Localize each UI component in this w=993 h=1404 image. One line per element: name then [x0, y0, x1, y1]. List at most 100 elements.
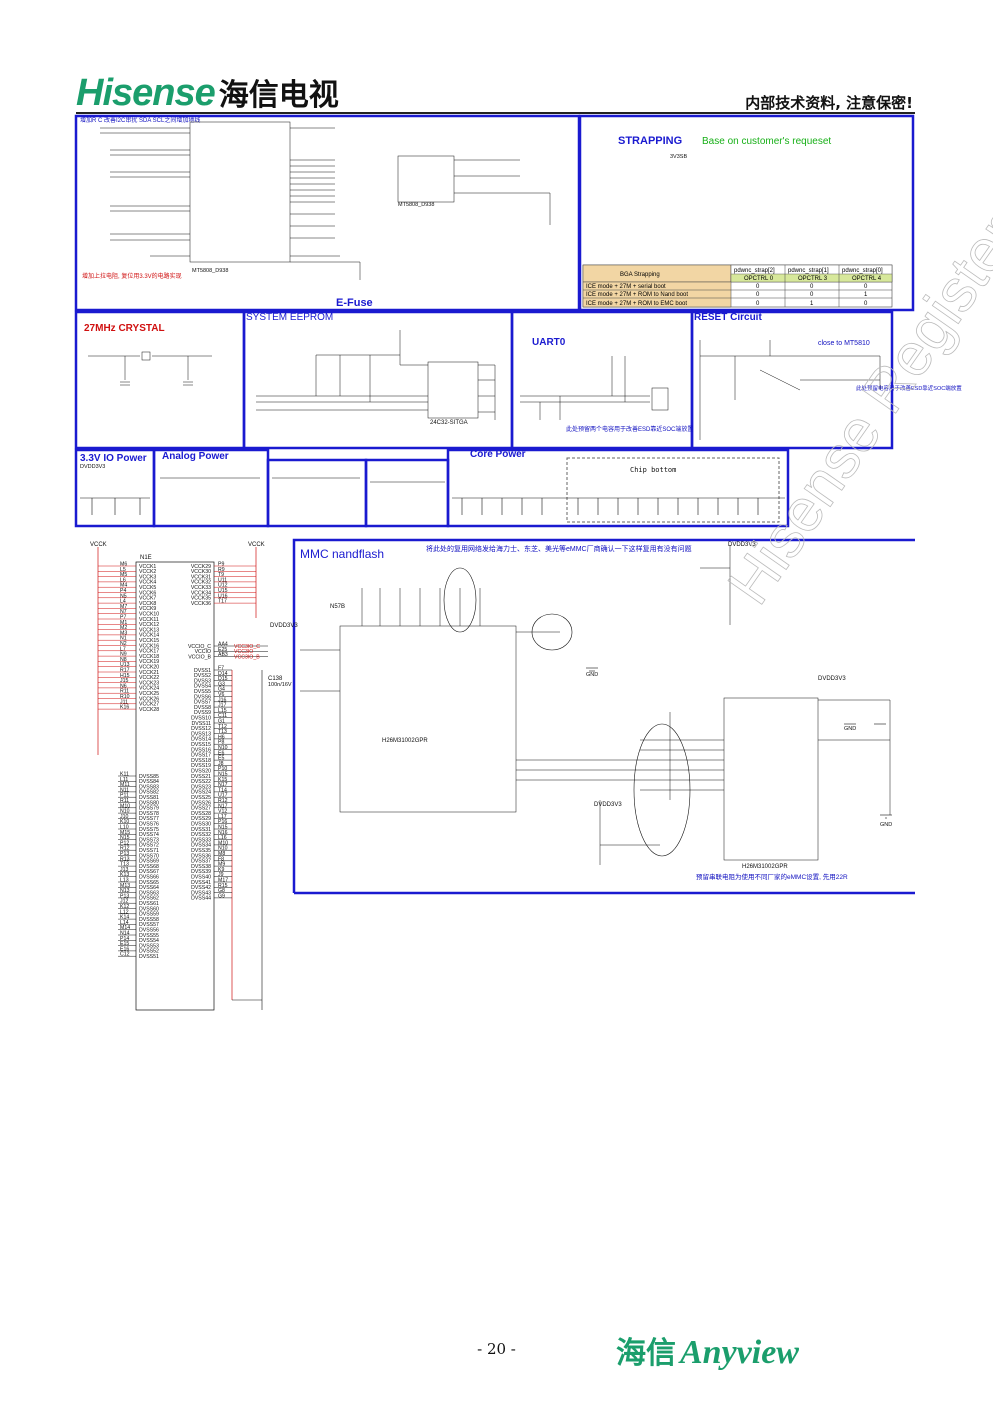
pin-name: DVSS19 [191, 763, 211, 769]
pin-name: DVSS9 [194, 710, 211, 716]
pin-name: VCCK19 [139, 659, 159, 665]
pin-name: VCCK12 [139, 622, 159, 628]
pin-number: T9 [218, 572, 224, 578]
pin-number: L16 [218, 835, 227, 841]
pin-name: VCCK31 [191, 574, 211, 580]
pin-number: N8 [120, 657, 127, 663]
strap-row-0-v1: 0 [756, 284, 760, 290]
pin-number: N13 [120, 888, 130, 894]
watermark: Hisense Registered [715, 149, 993, 616]
pin-name: VCCK28 [139, 707, 159, 713]
pin-name: DVSS14 [191, 737, 211, 743]
pin-name: DVSS4 [194, 684, 211, 690]
mmc-chip-label: H26M31002GPR [382, 738, 428, 744]
pin-name: DVSS34 [191, 843, 211, 849]
pin-name: DVSS26 [191, 800, 211, 806]
pin-number: N14 [120, 931, 130, 937]
mmc-highlight-3 [633, 723, 691, 857]
pin-name: DVSS15 [191, 742, 211, 748]
pin-number: N15 [218, 772, 228, 778]
pin-number: L17 [218, 814, 227, 820]
pin-number: P16 [218, 819, 227, 825]
pin-name: DVSS65 [139, 880, 159, 886]
pin-name: VCCK26 [139, 696, 159, 702]
pin-name: DVSS73 [139, 837, 159, 843]
crystal-title: 27MHz CRYSTAL [84, 323, 165, 334]
pin-name: DVSS33 [191, 837, 211, 843]
pin-number: L10 [120, 825, 129, 831]
pin-name: DVSS16 [191, 747, 211, 753]
strap-row-1-v3: 1 [864, 292, 868, 298]
net-label: VCC3IO [234, 649, 253, 655]
pin-number: N17 [218, 803, 228, 809]
analog-power-title: Analog Power [162, 451, 229, 462]
strap-row-2-v1: 0 [756, 301, 760, 307]
strap-row-2-v3: 0 [864, 301, 868, 307]
efuse-title: E-Fuse [336, 297, 373, 309]
pin-number: M10 [120, 803, 130, 809]
pin-name: VCCK22 [139, 675, 159, 681]
pin-number: N6 [120, 683, 127, 689]
pin-number: F7 [218, 666, 224, 672]
pin-number: P7 [120, 615, 126, 621]
pin-name: VCCK36 [191, 601, 211, 607]
pin-number: M5 [120, 572, 127, 578]
pin-name: DVSS27 [191, 806, 211, 812]
pin-number: M14 [120, 925, 130, 931]
pin-number: N16 [218, 830, 228, 836]
pin-name: VCCK5 [139, 585, 156, 591]
strap-row-1-v2: 0 [810, 292, 814, 298]
pin-name: DVSS12 [191, 726, 211, 732]
pin-number: L14 [120, 920, 129, 926]
dvdd-net: DVDD3V3 [270, 623, 298, 629]
pin-name: DVSS17 [191, 753, 211, 759]
pin-name: VCCK14 [139, 633, 159, 639]
pin-number: U13 [120, 662, 130, 668]
strap-sub-1: OPCTRL 0 [744, 276, 774, 282]
pin-number: U16 [218, 593, 228, 599]
core-power-title: Core Power [470, 449, 526, 460]
pin-number: T12 [218, 724, 227, 730]
pin-number: J11 [120, 699, 128, 705]
pin-number: AB3 [218, 652, 228, 658]
pin-number: M9 [218, 862, 225, 868]
pin-number: R12 [218, 798, 228, 804]
pin-number: G1 [218, 719, 225, 725]
strapping-border [578, 114, 915, 312]
section-borders [74, 114, 915, 895]
pin-name: DVSS75 [139, 827, 159, 833]
pin-name: DVSS29 [191, 816, 211, 822]
crystal-circuit [88, 351, 212, 386]
page-number: - 20 - [477, 1340, 516, 1358]
gnd-symbols [586, 667, 892, 819]
pin-name: DVSS59 [139, 912, 159, 918]
pin-number: K16 [120, 705, 129, 711]
pin-name: VCCK33 [191, 585, 211, 591]
pin-number: G8 [218, 888, 225, 894]
pin-number: N2 [120, 641, 127, 647]
pin-number: L13 [120, 878, 129, 884]
strap-sub-3: OPCTRL 4 [852, 276, 882, 282]
pin-name: DVSS25 [191, 795, 211, 801]
pin-number: K10 [120, 819, 129, 825]
header-divider [76, 112, 915, 114]
pin-name: VCCK8 [139, 601, 156, 607]
pin-number: N15 [218, 825, 228, 831]
dvdd-label-3: DVDD3V3 [594, 802, 622, 808]
strap-row-1-v1: 0 [756, 292, 760, 298]
pin-name: DVSS69 [139, 859, 159, 865]
pin-number: K14 [120, 915, 129, 921]
pin-name: DVSS51 [139, 954, 159, 960]
pin-number: T13 [120, 862, 129, 868]
pin-name: DVSS40 [191, 875, 211, 881]
io-power-title: 3.3V IO Power [80, 453, 147, 464]
pin-name: VCCK27 [139, 702, 159, 708]
pin-name: DVSS70 [139, 853, 159, 859]
strap-row-2-v2: 1 [810, 301, 814, 307]
strap-header-2: pdwnc_strap[1] [788, 268, 829, 274]
strap-row-0-v2: 0 [810, 284, 814, 290]
pin-name: VCCIO_C [188, 644, 211, 650]
pin-number: P8 [218, 740, 224, 746]
